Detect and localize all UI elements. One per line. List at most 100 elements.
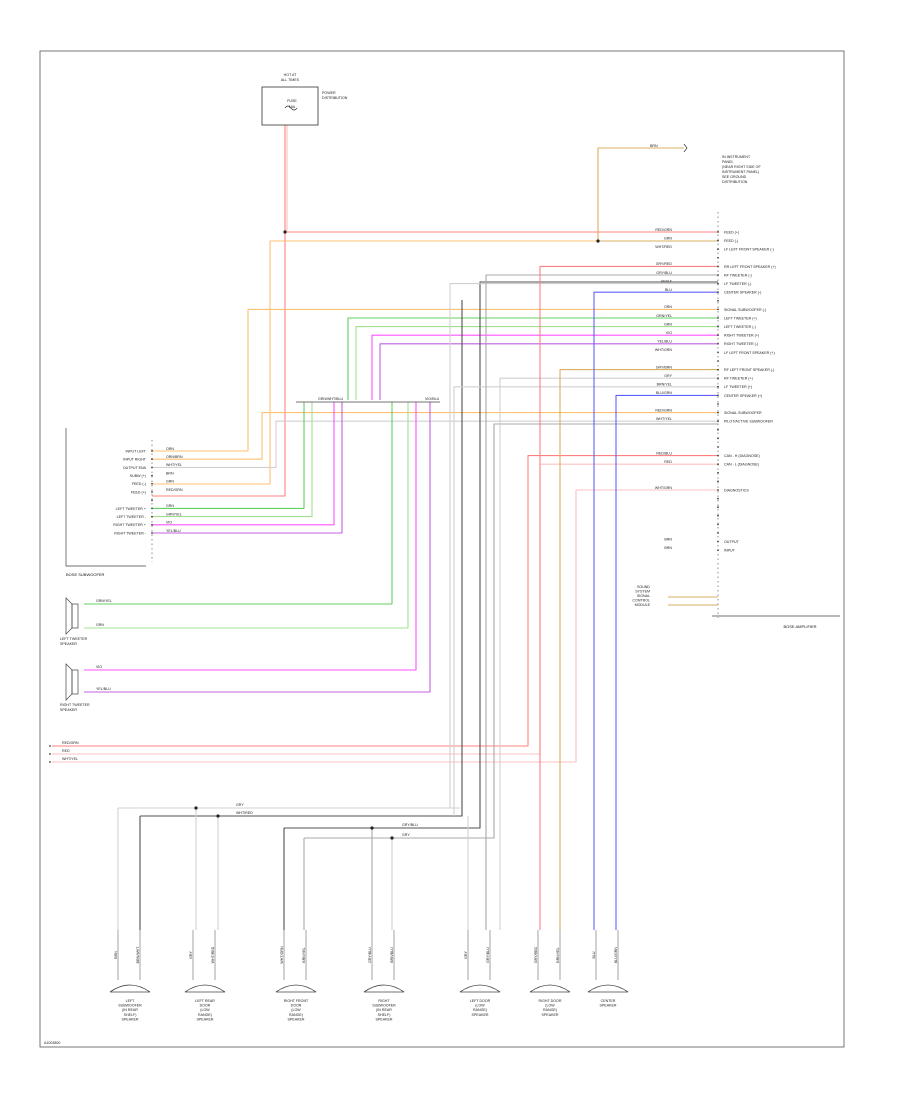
amplifier-pin [717, 463, 719, 466]
amplifier-pin-label: LF TWEETER (+) [724, 385, 752, 389]
speaker-label: DOOR [291, 1004, 302, 1008]
speaker-wire-label: BRN/YEL [302, 947, 306, 962]
amplifier-pin [717, 325, 719, 328]
amplifier-pin [717, 514, 719, 517]
center-speaker-pos [615, 394, 718, 930]
amplifier-pin-label: SIGNAL SUBWOOFER (-) [724, 308, 766, 312]
amplifier-note: PANEL [722, 160, 734, 164]
speaker-label: (IN REAR [122, 1008, 138, 1012]
amplifier-pin [717, 497, 719, 500]
subwoofer-wire-label: GRN [166, 504, 174, 508]
speaker-wire-label: GRY/BLU [486, 947, 490, 963]
speaker-label: (LOW [475, 1004, 485, 1008]
amplifier-pin [717, 437, 719, 440]
subwoofer-wire-label: ORN/BRN [166, 455, 183, 459]
lf-tweeter-return [449, 283, 718, 808]
amplifier-wire-label: RED/BLU [656, 451, 672, 455]
amplifier-pin [717, 385, 719, 388]
amplifier-pin-label: SIGNAL SUBWOOFER [724, 411, 762, 415]
amplifier-pin-label: RIGHT TWEETER (+) [724, 334, 759, 338]
speaker-symbol [109, 984, 151, 993]
amplifier-pin-label: LEFT TWEETER (+) [724, 316, 757, 320]
ground-terminal [683, 143, 688, 153]
amplifier-pin [717, 334, 719, 337]
left-tweeter-wire-1 [84, 402, 393, 605]
speaker-label: SPEAKER [600, 1004, 617, 1008]
amplifier-wire-label: BLU/GRN [656, 391, 672, 395]
left-terminal [49, 761, 51, 763]
can-h-wire [52, 455, 718, 747]
sub-left-tweeter-pos [152, 402, 305, 509]
amplifier-pin-label: DIAGNOSTICS [724, 488, 749, 492]
splice-label: VIO/BLU [425, 397, 440, 401]
speaker-label: (LOW [200, 1008, 210, 1012]
speaker-wire-label: WHT/GRN [280, 946, 284, 964]
amplifier-wire-label: GRN [664, 236, 672, 240]
amplifier-wire-label: WHT/YEL [656, 417, 672, 421]
amplifier-wire-label: WHT/GRN [655, 486, 673, 490]
fuse-side-label: DISTRIBUTION [322, 96, 348, 100]
amplifier-pin [717, 446, 719, 448]
signal-subwoofer-wire [152, 308, 718, 452]
amplifier-pin [717, 403, 719, 405]
amplifier-pin [717, 454, 719, 457]
speaker-label: RANGE) [198, 1013, 212, 1017]
fuse-side-label: POWER [322, 91, 336, 95]
left-tweeter-wire-label: GRN [96, 623, 104, 627]
ground-splice [596, 239, 600, 243]
bus-label: GRY [236, 803, 244, 807]
bus-splice [216, 814, 220, 818]
feed-wire [284, 125, 718, 233]
speaker-wire-label: GRY/RED [534, 946, 538, 963]
sub-left-tweeter-neg [152, 402, 313, 518]
subwoofer-wire-label: ORN [166, 447, 174, 451]
right-tweeter-wire-2 [84, 402, 431, 693]
wire-layer [52, 125, 718, 930]
subwoofer-pin-label: RIGHT TWEETER + [113, 523, 146, 527]
amplifier-pin [717, 428, 719, 431]
amplifier-pin-label: RIGHT TWEETER (-) [724, 342, 758, 346]
signal-subwoofer-wire-2 [152, 412, 718, 460]
fuse-header: HOT AT [284, 73, 297, 77]
right-tweeter-wire-1 [84, 402, 417, 671]
sound-module-label: MODULE [635, 603, 651, 607]
subwoofer-pin-label: LEFT TWEETER - [117, 515, 147, 519]
bus-label: GRY/BLU [402, 823, 418, 827]
amplifier-pin-label: CAN - H (DIAGNOSE) [724, 454, 760, 458]
left-wire-label: WHT/YEL [62, 757, 78, 761]
amplifier-title: BOSE AMPLIFIER [783, 624, 816, 629]
speaker-label: DOOR [200, 1004, 211, 1008]
amplifier-pin [717, 274, 719, 276]
amplifier-wire-label: WHT/RED [655, 245, 672, 249]
sound-module-label: SIGNAL [637, 594, 650, 598]
amplifier-pin [717, 239, 719, 242]
amplifier-wire-label: WHT/GRN [655, 348, 673, 352]
amplifier-pin-label: PILOT/ACTIVE SUBWOOFER [724, 420, 773, 424]
speaker-symbol [529, 984, 571, 993]
subwoofer-wire-label: VIO [166, 521, 172, 525]
sound-module-label: SOUND [637, 585, 650, 589]
amplifier-note: IN INSTRUMENT [722, 155, 751, 159]
speaker-label: SHELF) [378, 1013, 391, 1017]
sub-right-tweeter-pos [152, 402, 335, 526]
component-layer [49, 86, 840, 993]
speaker-wire-label: GRY/BLU [368, 947, 372, 963]
subwoofer-bracket [65, 428, 146, 567]
amplifier-pin-label: RR LEFT FRONT SPEAKER (+) [724, 265, 776, 269]
amplifier-pin-label: OUTPUT [724, 540, 740, 544]
amplifier-pin [717, 282, 719, 285]
speaker-wire-label: BRN [114, 951, 118, 959]
subwoofer-pin [151, 499, 153, 502]
bus-gry-blu [284, 281, 718, 829]
speaker-label: LEFT DOOR [470, 999, 491, 1003]
subwoofer-wire-label: YEL/BLU [166, 529, 181, 533]
speaker-label: RIGHT DOOR [539, 999, 562, 1003]
amplifier-wire-label: GRY/BRN [656, 365, 673, 369]
subwoofer-wire-label: WHT/YEL [166, 463, 182, 467]
subwoofer-pin-label: RIGHT TWEETER - [114, 531, 147, 535]
speaker-label: RANGE) [543, 1008, 557, 1012]
fuse-label: 15A [289, 105, 296, 109]
amplifier-wire-label: BRN [664, 546, 672, 550]
speaker-symbol [363, 984, 405, 993]
